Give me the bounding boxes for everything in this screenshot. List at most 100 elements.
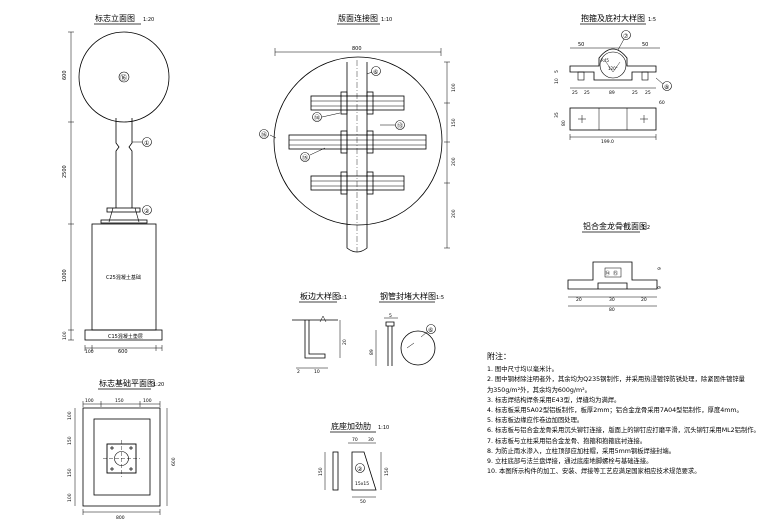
clamp-d35: 35 [554,112,560,118]
foundation-title: 标志基础平面图 [99,378,155,388]
fd-d150c: 150 [67,468,73,477]
clamp-r: R45 [601,58,609,63]
rail-bottom [310,171,405,195]
clamp-title: 抱箍及底衬大样图 [581,13,645,23]
plate-disc [273,56,443,226]
fd-d150a: 150 [115,398,124,404]
alu-d80: 80 [609,307,615,313]
note-item: 10. 本图所示构件的加工、安装、焊接等工艺应满足国家相应技术规范要求。 [487,468,701,476]
cap-plate [385,321,395,366]
edge-d10: 10 [314,369,320,375]
elevation-scale: 1:20 [143,17,154,23]
cap-d89: 89 [369,349,375,355]
clamp-d89: 89 [609,90,615,96]
alu-d20b: 20 [641,297,647,303]
fd-d800: 800 [116,515,125,521]
callout-plate-15: ⑮ [302,154,308,162]
fd-d100a: 100 [85,398,94,404]
alu-scale: 1:2 [642,225,650,231]
edge-detail-view: 板边大样图 1:1 20 2 10 [292,291,348,375]
clamp-d25c: 25 [632,90,638,96]
note-item: 9. 立柱底部与法兰盘焊接，通过底座地脚螺栓与基础连接。 [487,458,653,466]
callout-cap-6: ⑥ [428,327,433,334]
clamp-scale: 1:5 [648,17,656,23]
alu-d20a: 20 [576,297,582,303]
callout-clamp-8: ⑧ [664,84,669,91]
rib-scale: 1:10 [378,425,389,431]
fd-d100d: 100 [67,493,73,502]
clamp-d60: 60 [659,100,665,106]
fd-d100b: 100 [143,398,152,404]
plate-conn-scale: 1:10 [381,17,392,23]
cap-scale: 1:5 [436,295,444,301]
callout-rib-2: ② [357,466,363,473]
clamp-d50a: 50 [578,42,584,48]
foundation-plan-view: 标志基础平面图 1:20 100 150 100 100 150 15 [67,378,177,521]
clamp-d199: 199.0 [601,139,614,145]
clamp-d25d: 25 [645,90,651,96]
note-item: 6. 标志板与铝合金龙骨采用沉头铆钉连接，版面上的铆钉应打磨平滑，沉头铆钉采用M… [487,427,760,435]
dim-elev-100b: 100 [85,349,94,355]
alu-d9b: 9 [657,286,663,289]
note-item: 5. 标志板边缘应作卷边加固处理。 [487,417,584,425]
elevation-title: 标志立面图 [95,13,135,23]
fd-d600: 600 [171,457,177,466]
dim-elev-1000: 1000 [62,269,68,282]
rib-d30: 30 [368,437,374,443]
foundation-outer [82,407,161,507]
callout-plate-6: ⑥ [373,69,378,76]
dim-elev-100: 100 [62,331,68,340]
aluminum-section-view: 铝合金龙骨截面图 1:2 ⑭ ⑮ 9 9 20 30 20 80 [567,221,663,313]
dim-elev-2500: 2500 [62,165,68,178]
callout-sign-disc: ⑯ [120,74,127,82]
edge-profile [292,319,338,359]
clamp-d25a: 25 [572,90,578,96]
callout-alu-15: ⑮ [613,270,618,277]
edge-d2: 2 [297,369,300,375]
dim-plate-200a: 200 [451,157,457,166]
rib-d150: 150 [318,467,324,476]
callout-base-plate: ② [144,208,150,215]
callout-plate-13: ⑬ [397,122,403,130]
clamp-d25b: 25 [584,90,590,96]
edge-title: 板边大样图 [300,291,340,301]
alu-d9a: 9 [657,267,663,270]
dim-elev-600: 600 [62,70,68,80]
note-item: 8. 为防止雨水渗入，立柱顶部应加柱帽，采用5mm钢板焊接封端。 [487,447,676,455]
dim-plate-200b: 200 [451,209,457,218]
note-item: 为350g/m²外，其余均为600g/m²。 [487,386,591,394]
alu-profile [567,261,658,290]
callout-pole: ① [144,140,149,147]
c25-label: C25混凝土基础 [106,274,141,281]
fd-d150b: 150 [67,436,73,445]
alu-title: 铝合金龙骨截面图 [583,221,647,231]
fd-d100c: 100 [67,411,73,420]
cap-detail-view: 钢管封堵大样图 1:5 5 89 ⑥ [369,291,444,366]
clamp-d10: 10 [554,78,560,84]
edge-d20: 20 [342,339,348,345]
clamp-strap [569,48,657,81]
pole [115,118,133,208]
note-item: 7. 标志板与立柱采用铝合金龙骨、抱箍和抱箍底衬连接。 [487,437,647,445]
notes-block: 附注： 1. 图中尺寸均以毫米计。 2. 图中钢材除注明者外，其余均为Q235钢… [487,352,760,477]
callout-alu-14: ⑭ [605,270,610,277]
plate-conn-title: 版面连接图 [338,13,378,23]
rib-d150b: 150 [384,467,390,476]
c15-label: C15混凝土垫层 [108,333,143,340]
rib-plate-size: 15x15 [355,481,369,487]
note-item: 4. 标志板采用5A02型铝板制作，板厚2mm；铝合金龙骨采用7A04型铝制作，… [487,407,743,415]
clamp-detail-view: 抱箍及底衬大样图 1:5 50 50 ⑦ R45 120° ⑧ 5 10 25 … [554,13,672,145]
rib-plate [351,451,377,491]
note-item: 3. 标志焊结构焊条采用E43型，焊缝均为满焊。 [487,396,621,404]
rib-side [332,451,339,491]
rail-middle [288,130,427,154]
clamp-plan [569,107,657,131]
plate-connection-view: 版面连接图 1:10 800 [259,13,457,253]
callout-clamp-7: ⑦ [623,33,629,40]
alu-d30: 30 [609,297,615,303]
dim-plate-800: 800 [352,46,362,52]
clamp-d50b: 50 [642,42,648,48]
dim-plate-150: 150 [451,118,457,127]
foundation-scale: 1:20 [153,382,164,388]
